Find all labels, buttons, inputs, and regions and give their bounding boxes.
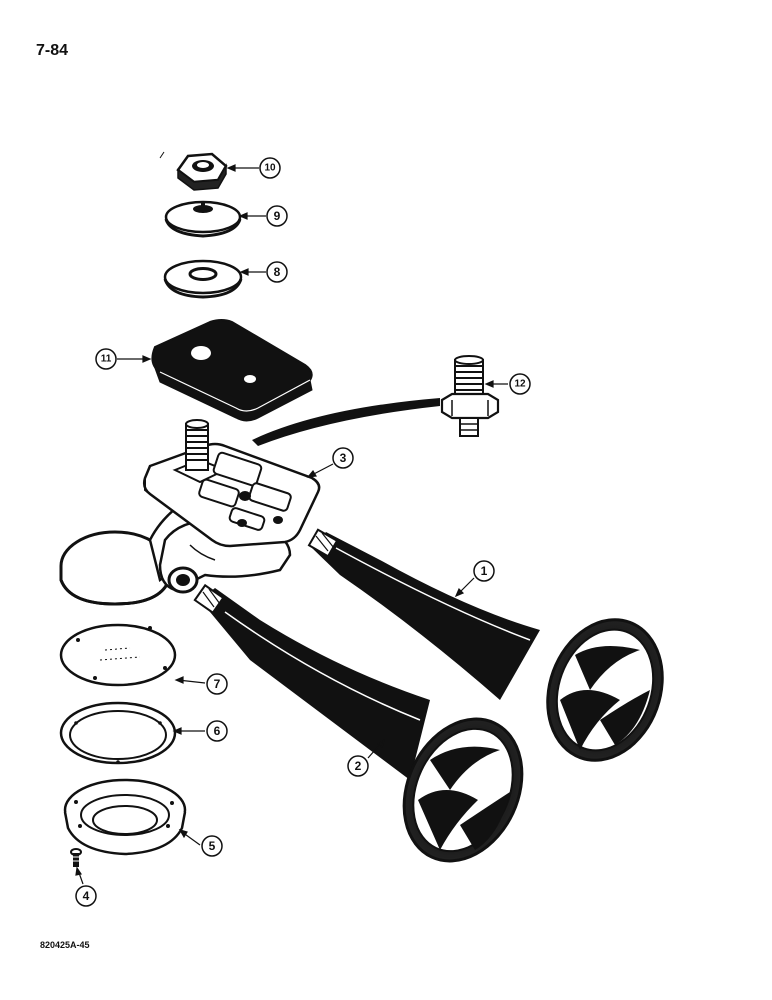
figure-code: 820425A-45 [40, 940, 90, 950]
horn-trumpet-long [307, 528, 664, 762]
page-number: 7-84 [36, 42, 69, 59]
rubber-pad [151, 319, 313, 422]
callout-8-circle [266, 261, 288, 283]
callout-4: 4 [83, 889, 90, 903]
callout-9: 9 [274, 209, 281, 223]
callout-4-circle [75, 885, 97, 907]
callout-10-circle [259, 157, 281, 179]
callout-12: 12 [514, 379, 526, 390]
gasket-ring [59, 701, 177, 765]
lock-washer [164, 200, 242, 238]
callout-3: 3 [340, 451, 347, 465]
callout-5-circle [201, 835, 223, 857]
callout-5: 5 [209, 839, 216, 853]
callout-9-circle [266, 205, 288, 227]
callout-3-circle [332, 447, 354, 469]
horn-trumpet-short [193, 583, 524, 863]
callout-6-circle [206, 720, 228, 742]
callout-1: 1 [481, 564, 488, 578]
callout-2: 2 [355, 759, 362, 773]
fitting [440, 355, 500, 437]
flat-washer [163, 259, 243, 299]
callout-7-circle [206, 673, 228, 695]
screw [70, 848, 82, 867]
diaphragm-cover [63, 778, 187, 856]
callout-8: 8 [274, 265, 281, 279]
callout-7: 7 [214, 677, 221, 691]
diaphragm [59, 623, 177, 687]
callout-12-circle [509, 373, 531, 395]
callout-2-circle [347, 755, 369, 777]
callout-10: 10 [264, 163, 276, 174]
callout-6: 6 [214, 724, 221, 738]
callout-11: 11 [101, 354, 112, 365]
callout-labels: 1 2 3 4 5 6 7 8 9 10 11 12 [83, 163, 526, 904]
callout-1-circle [473, 560, 495, 582]
callouts [75, 157, 531, 907]
callout-11-circle [95, 348, 117, 370]
leader-lines [75, 164, 508, 885]
hex-nut [176, 152, 228, 191]
horn-manifold-body [59, 419, 321, 606]
